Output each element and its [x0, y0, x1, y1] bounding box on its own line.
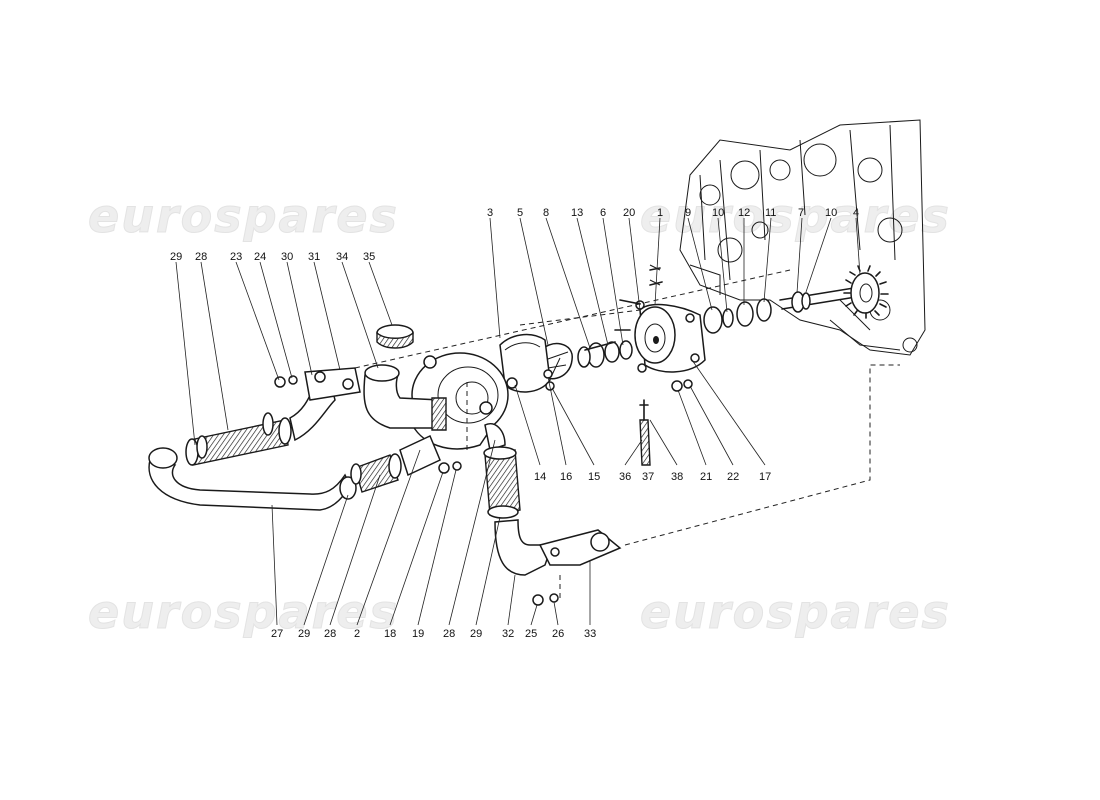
- callout-17: 17: [759, 471, 771, 483]
- callout-28a: 28: [195, 251, 207, 263]
- callout-14: 14: [534, 471, 546, 483]
- callout-28b: 28: [324, 628, 336, 640]
- left-pipe-assembly: [148, 367, 441, 511]
- clamp-ring: [376, 324, 414, 349]
- callout-9: 9: [685, 207, 691, 219]
- callout-12: 12: [738, 207, 750, 219]
- callout-2: 2: [354, 628, 360, 640]
- callout-28c: 28: [443, 628, 455, 640]
- callout-31: 31: [308, 251, 320, 263]
- callout-34: 34: [336, 251, 348, 263]
- callout-23: 23: [230, 251, 242, 263]
- callout-18: 18: [384, 628, 396, 640]
- callout-35: 35: [363, 251, 375, 263]
- callout-20: 20: [623, 207, 635, 219]
- callout-22: 22: [727, 471, 739, 483]
- callout-27: 27: [271, 628, 283, 640]
- callout-16: 16: [560, 471, 572, 483]
- callout-11: 11: [765, 207, 776, 219]
- callout-36: 36: [619, 471, 631, 483]
- callout-38: 38: [671, 471, 683, 483]
- callout-32: 32: [502, 628, 514, 640]
- impeller-parts: [499, 333, 633, 393]
- watermark-top-left: eurospares: [88, 189, 399, 243]
- callout-15: 15: [588, 471, 600, 483]
- callout-33: 33: [584, 628, 596, 640]
- callout-26: 26: [552, 628, 564, 640]
- leader-lines: [175, 217, 861, 626]
- watermark-top-right: eurospares: [640, 189, 951, 243]
- callout-19: 19: [412, 628, 424, 640]
- callout-10a: 10: [712, 207, 724, 219]
- callout-13: 13: [571, 207, 583, 219]
- callout-29b: 29: [298, 628, 310, 640]
- callout-6: 6: [600, 207, 606, 219]
- callout-labels: 29 28 23 24 30 31 34 35 3 5 8 13 6 20 1 …: [170, 207, 859, 640]
- callout-25: 25: [525, 628, 537, 640]
- elbow-hose: [363, 364, 447, 431]
- callout-24: 24: [254, 251, 266, 263]
- callout-10b: 10: [825, 207, 837, 219]
- callout-7: 7: [798, 207, 804, 219]
- lower-pipe-assembly: [438, 423, 622, 606]
- pump-body: [614, 267, 706, 373]
- callout-30: 30: [281, 251, 293, 263]
- callout-4: 4: [853, 207, 859, 219]
- callout-1: 1: [657, 207, 663, 219]
- watermark-bottom-left: eurospares: [88, 585, 399, 639]
- callout-5: 5: [517, 207, 523, 219]
- watermark-bottom-right: eurospares: [640, 585, 951, 639]
- callout-3: 3: [487, 207, 493, 219]
- watermarks: eurospares eurospares eurospares eurospa…: [88, 189, 951, 640]
- assembly-lines: [354, 269, 900, 598]
- shaft-seals: [703, 291, 811, 334]
- callout-8: 8: [543, 207, 549, 219]
- callout-37: 37: [642, 471, 654, 483]
- callout-29a: 29: [170, 251, 182, 263]
- callout-29c: 29: [470, 628, 482, 640]
- callout-21: 21: [700, 471, 712, 483]
